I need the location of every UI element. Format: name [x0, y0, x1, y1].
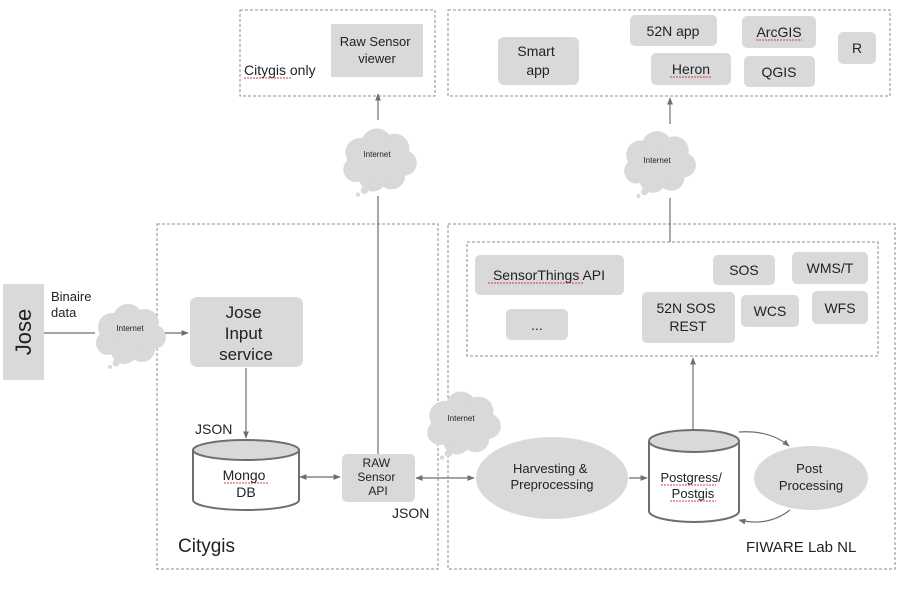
svg-text:52N SOS REST: 52N SOS REST: [656, 300, 719, 334]
internet-cloud-citygis: Internet: [343, 128, 417, 197]
client-arcgis: ArcGIS: [742, 16, 816, 48]
json-label-input: JSON: [195, 421, 232, 437]
internet-cloud-left: Internet: [96, 304, 166, 369]
jose-input-service-label: Jose Input service: [219, 303, 273, 364]
service-wcs: WCS: [741, 295, 799, 327]
svg-text:WCS: WCS: [754, 303, 787, 319]
svg-text:ArcGIS: ArcGIS: [756, 24, 801, 40]
citygis-only-container: [239, 9, 436, 97]
svg-text:WFS: WFS: [824, 300, 855, 316]
json-label-api: JSON: [392, 505, 429, 521]
svg-text:R: R: [852, 40, 862, 56]
citygis-container: [156, 223, 439, 570]
clients-container: [447, 9, 891, 97]
post-processing-label: Post Processing: [779, 461, 843, 493]
service-wms-t: WMS/T: [792, 252, 868, 284]
service-ellipsis: ...: [506, 309, 568, 340]
postgres-label: Postgress/ Postgis: [660, 470, 725, 501]
service-sos: SOS: [713, 255, 775, 285]
raw-sensor-viewer: [331, 24, 423, 77]
arrow-postprocessing-to-postgres: [738, 509, 791, 525]
svg-text:Heron: Heron: [672, 61, 710, 77]
raw-sensor-viewer-label: Raw Sensor viewer: [340, 34, 414, 66]
client-heron: Heron: [651, 53, 731, 85]
jose-input-service: [190, 297, 303, 367]
mongo-db-cylinder: [192, 439, 300, 511]
services-container: [466, 241, 879, 357]
client-smart-app: Smart app: [498, 37, 579, 85]
svg-text:Smart app: Smart app: [517, 43, 558, 78]
client-r: R: [838, 32, 876, 64]
client-qgis: QGIS: [744, 56, 815, 87]
raw-sensor-api: [342, 454, 415, 502]
citygis-label: Citygis: [178, 536, 235, 557]
internet-cloud-middle: Internet: [427, 391, 501, 460]
post-processing: [754, 446, 868, 510]
service-sensorthings-api: SensorThings API: [475, 255, 624, 295]
arrow-postgres-to-postprocessing: [738, 431, 790, 447]
svg-text:SOS: SOS: [729, 262, 759, 278]
raw-sensor-api-label: RAW Sensor API: [357, 456, 398, 498]
service-52n-sos-rest: 52N SOS REST: [642, 292, 735, 343]
fiware-container: [447, 223, 896, 570]
fiware-label: FIWARE Lab NL: [746, 539, 856, 556]
binaire-data-label: Binaire data: [51, 289, 95, 320]
svg-text:Internet: Internet: [363, 150, 391, 159]
connectors: [44, 93, 791, 525]
svg-text:Internet: Internet: [447, 414, 475, 423]
svg-text:QGIS: QGIS: [761, 64, 796, 80]
citygis-only-label: Citygis only: [244, 62, 316, 78]
jose-label: Jose: [11, 309, 36, 355]
mongo-db-label: Mongo DB: [223, 467, 270, 500]
svg-text:WMS/T: WMS/T: [807, 260, 854, 276]
harvesting-label: Harvesting & Preprocessing: [510, 461, 593, 492]
postgres-cylinder: [648, 429, 740, 523]
internet-cloud-fiware-top: Internet: [624, 131, 696, 198]
svg-text:Internet: Internet: [116, 324, 144, 333]
svg-text:Internet: Internet: [643, 156, 671, 165]
svg-text:SensorThings API: SensorThings API: [493, 267, 605, 283]
svg-text:...: ...: [531, 317, 543, 333]
harvesting-preprocessing: [476, 437, 628, 519]
service-wfs: WFS: [812, 291, 868, 324]
svg-text:52N app: 52N app: [647, 23, 700, 39]
jose-block: [3, 284, 44, 380]
client-52n-app: 52N app: [630, 15, 717, 46]
